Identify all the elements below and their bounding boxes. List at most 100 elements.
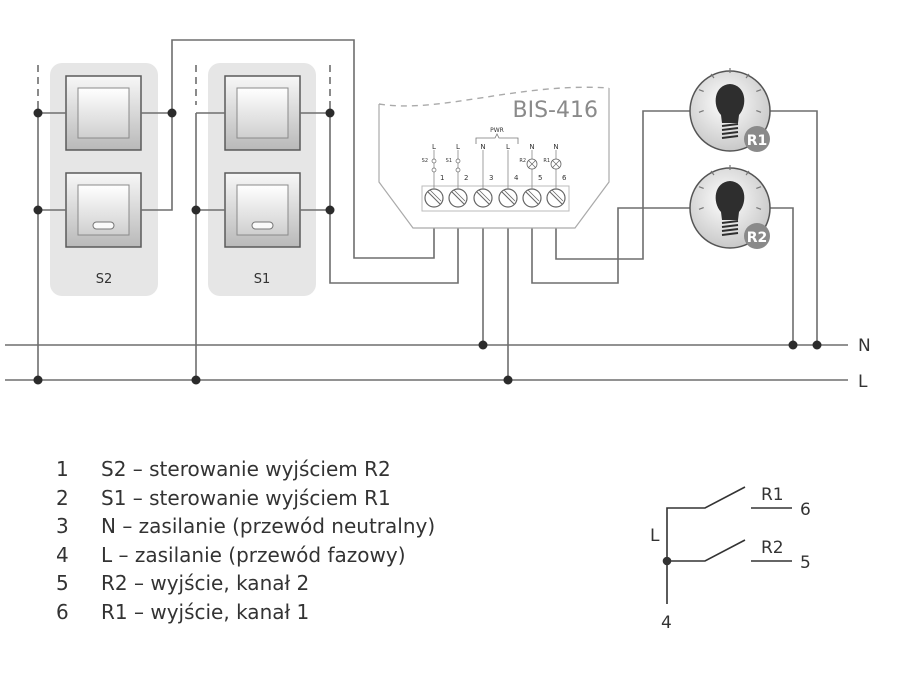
legend-text: R1 – wyjście, kanał 1	[101, 599, 310, 624]
terminal-4: L4	[498, 143, 519, 208]
terminal-function-label: N	[480, 143, 485, 151]
terminal-number: 1	[440, 174, 444, 182]
relay-output-terminal: 5	[800, 553, 811, 573]
switch-key-top	[65, 75, 142, 151]
terminal-sub-label: R1	[543, 158, 550, 164]
bulb-thread	[721, 220, 739, 224]
relay-input-terminal: 4	[661, 613, 672, 633]
wires	[5, 39, 848, 381]
light-ray	[756, 186, 762, 189]
switch-label: S2	[96, 272, 113, 287]
terminal-block	[421, 185, 570, 212]
relay-output-label: R2	[761, 538, 784, 558]
light-ray	[698, 207, 704, 210]
light-ray	[698, 110, 704, 113]
legend-item: 6 R1 – wyjście, kanał 1	[50, 598, 435, 627]
relay-input-label: L	[650, 526, 660, 546]
legend-text: L – zasilanie (przewód fazowy)	[101, 542, 406, 567]
terminal-number: 6	[562, 174, 567, 182]
lamp-symbol-cross	[528, 160, 536, 168]
screw-slot	[527, 189, 540, 202]
pwr-label: PWR	[490, 127, 504, 134]
legend-number: 6	[56, 599, 69, 624]
terminal-sub-label: S2	[422, 158, 428, 164]
light-ray	[756, 207, 762, 210]
light-ray	[756, 110, 762, 113]
lamp-badge	[744, 126, 770, 152]
switch-key-top	[224, 75, 301, 151]
junction-dot	[325, 205, 335, 215]
light-ray	[698, 186, 704, 189]
bulb-icon	[715, 84, 745, 123]
legend-text: R2 – wyjście, kanał 2	[101, 571, 310, 595]
lamp-r1: R1	[689, 68, 771, 152]
junction-dot	[33, 375, 43, 385]
light-ray	[710, 170, 715, 176]
switch-key-bottom	[224, 172, 301, 248]
legend-text: S2 – sterowanie wyjściem R2	[101, 457, 391, 481]
pwr-bracket	[475, 133, 519, 144]
switch-contact-icon	[455, 167, 461, 173]
screw-slot	[525, 191, 539, 205]
terminal-function-label: L	[506, 143, 510, 151]
switch-contact-icon	[431, 158, 437, 164]
legend-text: N – zasilanie (przewód neutralny)	[101, 514, 436, 538]
terminal-number: 3	[489, 174, 493, 182]
screw-slot	[551, 189, 564, 202]
screw-slot	[476, 191, 490, 205]
terminal-number: 5	[538, 174, 542, 182]
wire-terminal-5-to-r2	[531, 207, 690, 284]
wire-terminal-6-to-r1	[555, 110, 690, 260]
junctions	[33, 108, 822, 385]
bulb-thread	[721, 131, 739, 135]
junction-dot	[191, 375, 201, 385]
wire-r1-neutral	[770, 110, 818, 345]
live-bus-label: L	[858, 372, 868, 392]
relay-schematic-labels: L 4 R1 6 R2 5	[650, 485, 811, 633]
screw-slot	[478, 189, 491, 202]
relay-contact-r2	[667, 539, 746, 562]
module-name: BIS-416	[513, 98, 598, 123]
light-ray	[710, 73, 715, 79]
bulb-icon	[715, 181, 745, 220]
relay-schematic	[662, 486, 792, 604]
legend-item: 1 S2 – sterowanie wyjściem R2	[50, 455, 435, 484]
junction-dot	[33, 108, 43, 118]
switch-s1: S1	[208, 63, 316, 296]
terminal-sub-label: R2	[519, 158, 526, 164]
wire-s1-to-terminal-2	[329, 105, 459, 284]
junction-dot	[503, 375, 513, 385]
terminal-number: 4	[514, 174, 519, 182]
switch-s2: S2	[50, 63, 158, 296]
bulb-thread	[721, 228, 739, 232]
junction-dot	[662, 556, 672, 566]
switch-contact-icon	[455, 158, 461, 164]
terminal-3: N3	[473, 143, 493, 208]
legend-number: 1	[56, 457, 69, 481]
terminal-number: 2	[464, 174, 468, 182]
module-cut-edge	[378, 86, 610, 107]
lamp-label: R1	[747, 133, 768, 149]
legend-number: 5	[56, 571, 69, 595]
lamp-r2: R2	[689, 165, 771, 249]
legend-number: 3	[56, 514, 69, 538]
screw-slot	[427, 191, 441, 205]
switch-key-bottom	[65, 172, 142, 248]
light-ray	[698, 89, 704, 92]
junction-dot	[191, 205, 201, 215]
bulb-thread	[721, 123, 739, 127]
screw-slot	[451, 191, 465, 205]
lamp-symbol-cross	[552, 160, 560, 168]
screw-slot	[501, 191, 515, 205]
light-ray	[745, 73, 750, 79]
wire-r2-neutral	[770, 207, 794, 345]
screw-slot	[429, 189, 442, 202]
